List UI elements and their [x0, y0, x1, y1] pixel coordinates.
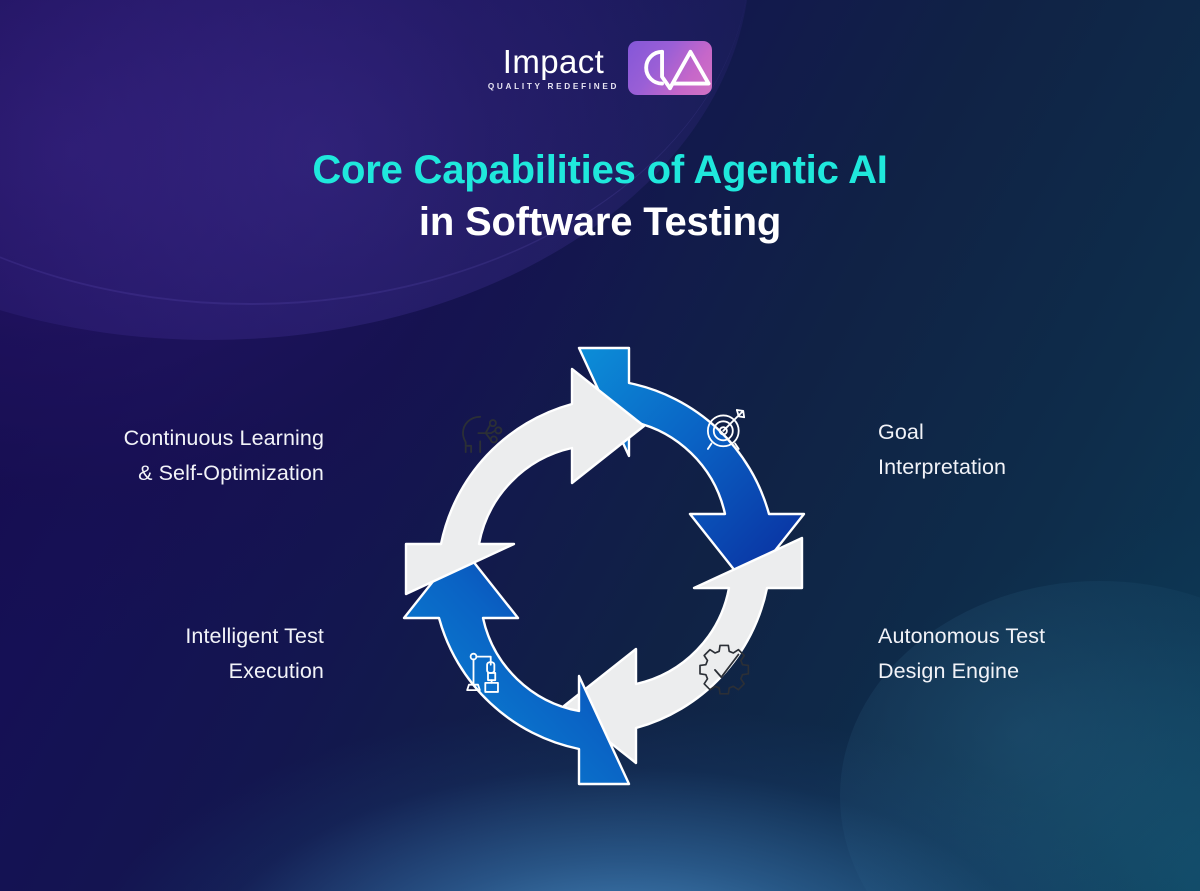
cycle-segment-autonomous-test-design-engine: [562, 536, 804, 765]
label-autonomous-test-design-engine: Autonomous Test Design Engine: [878, 624, 1046, 683]
brand-wordmark: Impact QUALITY REDEFINED: [487, 42, 620, 92]
label-intelligent-test-execution: Intelligent Test Execution: [185, 624, 324, 683]
cycle-segment-continuous-learning: [404, 367, 646, 596]
brand-tagline: QUALITY REDEFINED: [487, 81, 620, 91]
cycle-segment-intelligent-test-execution: [402, 544, 631, 786]
target-arrow-icon: [695, 398, 757, 460]
page-title: Core Capabilities of Agentic AI in Softw…: [0, 145, 1200, 249]
title-line-1: Core Capabilities of Agentic AI: [312, 148, 888, 192]
title-line-2: in Software Testing: [418, 200, 782, 244]
capability-cycle-diagram: [344, 286, 864, 846]
robot-arm-icon: [457, 641, 519, 703]
label-goal-interpretation: Goal Interpretation: [878, 420, 1007, 479]
brand-qa-badge: [628, 41, 713, 95]
brand-logo: Impact QUALITY REDEFINED: [0, 41, 1200, 95]
gear-check-icon: [693, 638, 755, 700]
cycle-icon-layer: [344, 286, 864, 846]
label-continuous-learning: Continuous Learning & Self-Optimization: [123, 426, 324, 485]
brand-name: Impact: [502, 42, 605, 80]
brain-network-icon: [451, 403, 513, 465]
cycle-segment-goal-interpretation: [577, 346, 806, 588]
